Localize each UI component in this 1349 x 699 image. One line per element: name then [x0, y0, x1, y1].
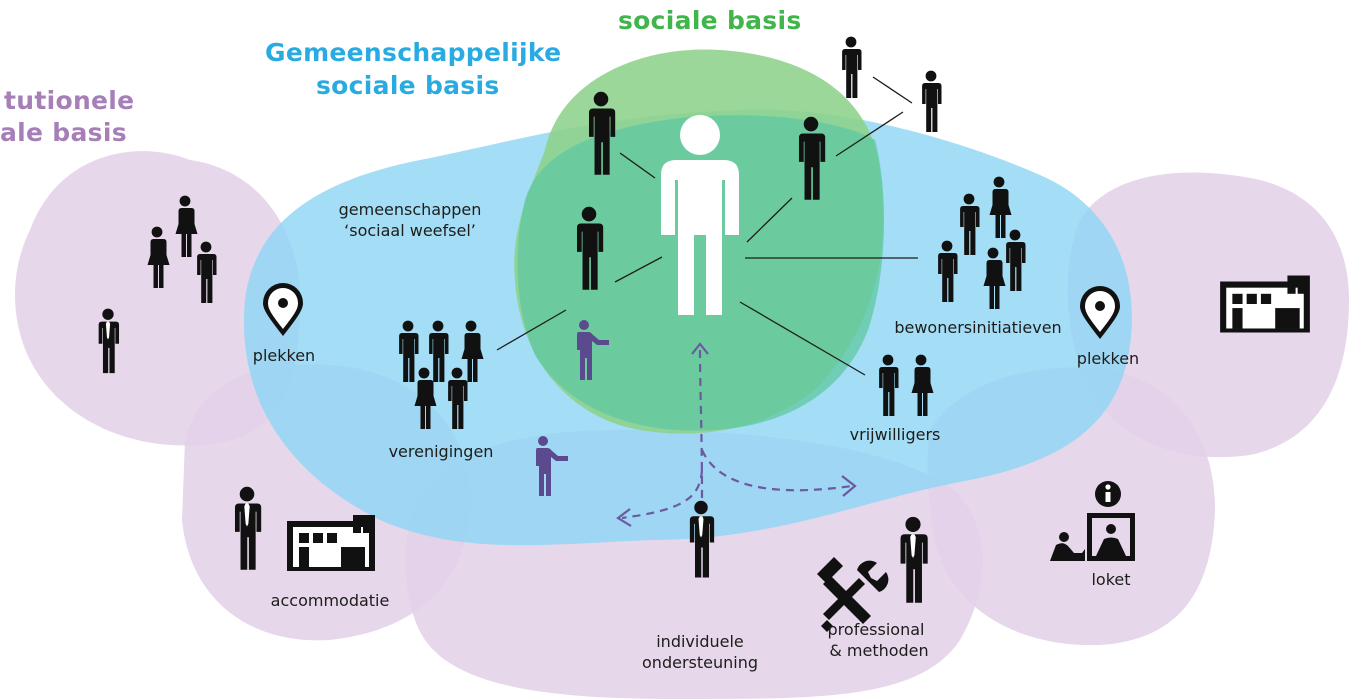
building-icon-accommodation: [287, 515, 375, 571]
heading-personal-basis: sociale basis: [618, 6, 802, 35]
label-places-left: plekken: [252, 346, 316, 365]
heading-institutional-basis-line2: ale basis: [0, 118, 127, 147]
counter-desk-icon: [1050, 513, 1135, 561]
heading-community-basis-line2: sociale basis: [316, 71, 500, 100]
helper-person-icon: [536, 320, 609, 496]
label-associations: verenigingen: [388, 442, 494, 461]
label-professional-line2: & methoden: [829, 641, 929, 660]
building-icon-right: [1220, 275, 1310, 333]
central-person-icon: [661, 115, 739, 315]
institutional-blob-right: [1067, 172, 1349, 458]
label-places-right: plekken: [1076, 349, 1140, 368]
label-communities-line1: gemeenschappen: [338, 200, 482, 219]
label-communities-line2: ‘sociaal weefsel’: [344, 221, 476, 240]
label-counter: loket: [1091, 570, 1131, 589]
label-accommodation: accommodatie: [270, 591, 390, 610]
person-icon-far-top: [842, 36, 862, 98]
label-individual-support-line2: ondersteuning: [642, 653, 758, 672]
arrowheads: [616, 342, 857, 527]
label-professional-line1: professional: [827, 620, 925, 639]
information-icon: [1095, 481, 1121, 507]
label-individual-support-line1: individuele: [656, 632, 744, 651]
personal-community-overlap: [517, 115, 885, 431]
connector-lines: [496, 76, 918, 376]
institutional-blob-left: [15, 151, 300, 446]
dashed-arrow-icon: [621, 349, 853, 520]
tools-icon: [817, 557, 889, 632]
label-volunteers: vrijwilligers: [849, 425, 941, 444]
label-residents-initiatives: bewonersinitiatieven: [894, 318, 1062, 337]
heading-community-basis-line1: Gemeenschappelijke: [265, 38, 562, 67]
heading-institutional-basis-line1: tutionele: [4, 86, 135, 115]
person-icon-far-top-right: [922, 70, 942, 132]
